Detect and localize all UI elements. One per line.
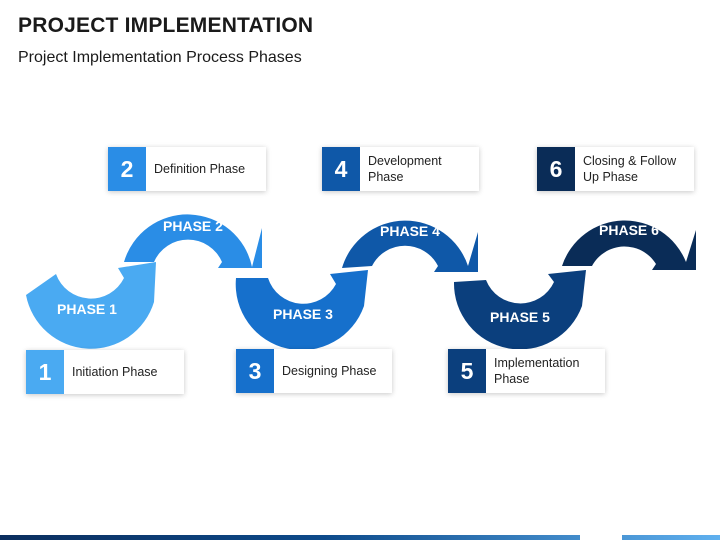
phase-6-card: 6 Closing & Follow Up Phase bbox=[537, 147, 694, 191]
phase-6-label: PHASE 6 bbox=[599, 222, 659, 238]
phase-6-arrow-shape bbox=[562, 220, 696, 270]
phase-6-number-badge: 6 bbox=[537, 147, 575, 191]
footer-accent-gap bbox=[580, 535, 622, 540]
phase-4-arrow-shape bbox=[342, 220, 478, 272]
phase-3-card: 3 Designing Phase bbox=[236, 349, 392, 393]
phase-2-arrow: PHASE 2 bbox=[124, 214, 262, 268]
phase-1-label: PHASE 1 bbox=[57, 301, 117, 317]
phase-5-card: 5 Implementation Phase bbox=[448, 349, 605, 393]
phase-2-arrow-shape bbox=[124, 214, 262, 268]
phase-3-card-label: Designing Phase bbox=[282, 364, 377, 378]
phase-4-label: PHASE 4 bbox=[380, 223, 440, 239]
phase-2-number-badge: 2 bbox=[108, 147, 146, 191]
phase-3-arrow: PHASE 3 bbox=[235, 270, 368, 351]
phase-1-number-badge: 1 bbox=[26, 350, 64, 394]
phase-1-arrow: PHASE 1 bbox=[26, 262, 156, 349]
phase-4-card-label: Development Phase bbox=[368, 154, 442, 184]
phase-4-card: 4 Development Phase bbox=[322, 147, 479, 191]
phase-1-card: 1 Initiation Phase bbox=[26, 350, 184, 394]
phase-3-arrow-shape bbox=[235, 270, 368, 351]
phase-5-arrow-shape bbox=[453, 270, 586, 350]
phase-4-number-badge: 4 bbox=[322, 147, 360, 191]
phase-3-number-badge: 3 bbox=[236, 349, 274, 393]
phase-6-card-label: Closing & Follow Up Phase bbox=[583, 154, 677, 184]
phase-1-card-label: Initiation Phase bbox=[72, 365, 158, 379]
page-title: PROJECT IMPLEMENTATION bbox=[18, 14, 314, 37]
phase-5-card-label: Implementation Phase bbox=[494, 356, 580, 386]
phase-2-label: PHASE 2 bbox=[163, 218, 223, 234]
phase-4-arrow: PHASE 4 bbox=[342, 220, 478, 272]
phase-1-arrow-shape bbox=[26, 262, 156, 349]
phase-2-card: 2 Definition Phase bbox=[108, 147, 266, 191]
phase-5-number-badge: 5 bbox=[448, 349, 486, 393]
phase-5-label: PHASE 5 bbox=[490, 309, 550, 325]
phase-3-label: PHASE 3 bbox=[273, 306, 333, 322]
phase-2-card-label: Definition Phase bbox=[154, 162, 246, 176]
footer-accent-bar bbox=[0, 535, 720, 540]
phase-5-arrow: PHASE 5 bbox=[453, 270, 586, 350]
phase-6-arrow: PHASE 6 bbox=[562, 220, 696, 270]
page-subtitle: Project Implementation Process Phases bbox=[18, 49, 302, 66]
